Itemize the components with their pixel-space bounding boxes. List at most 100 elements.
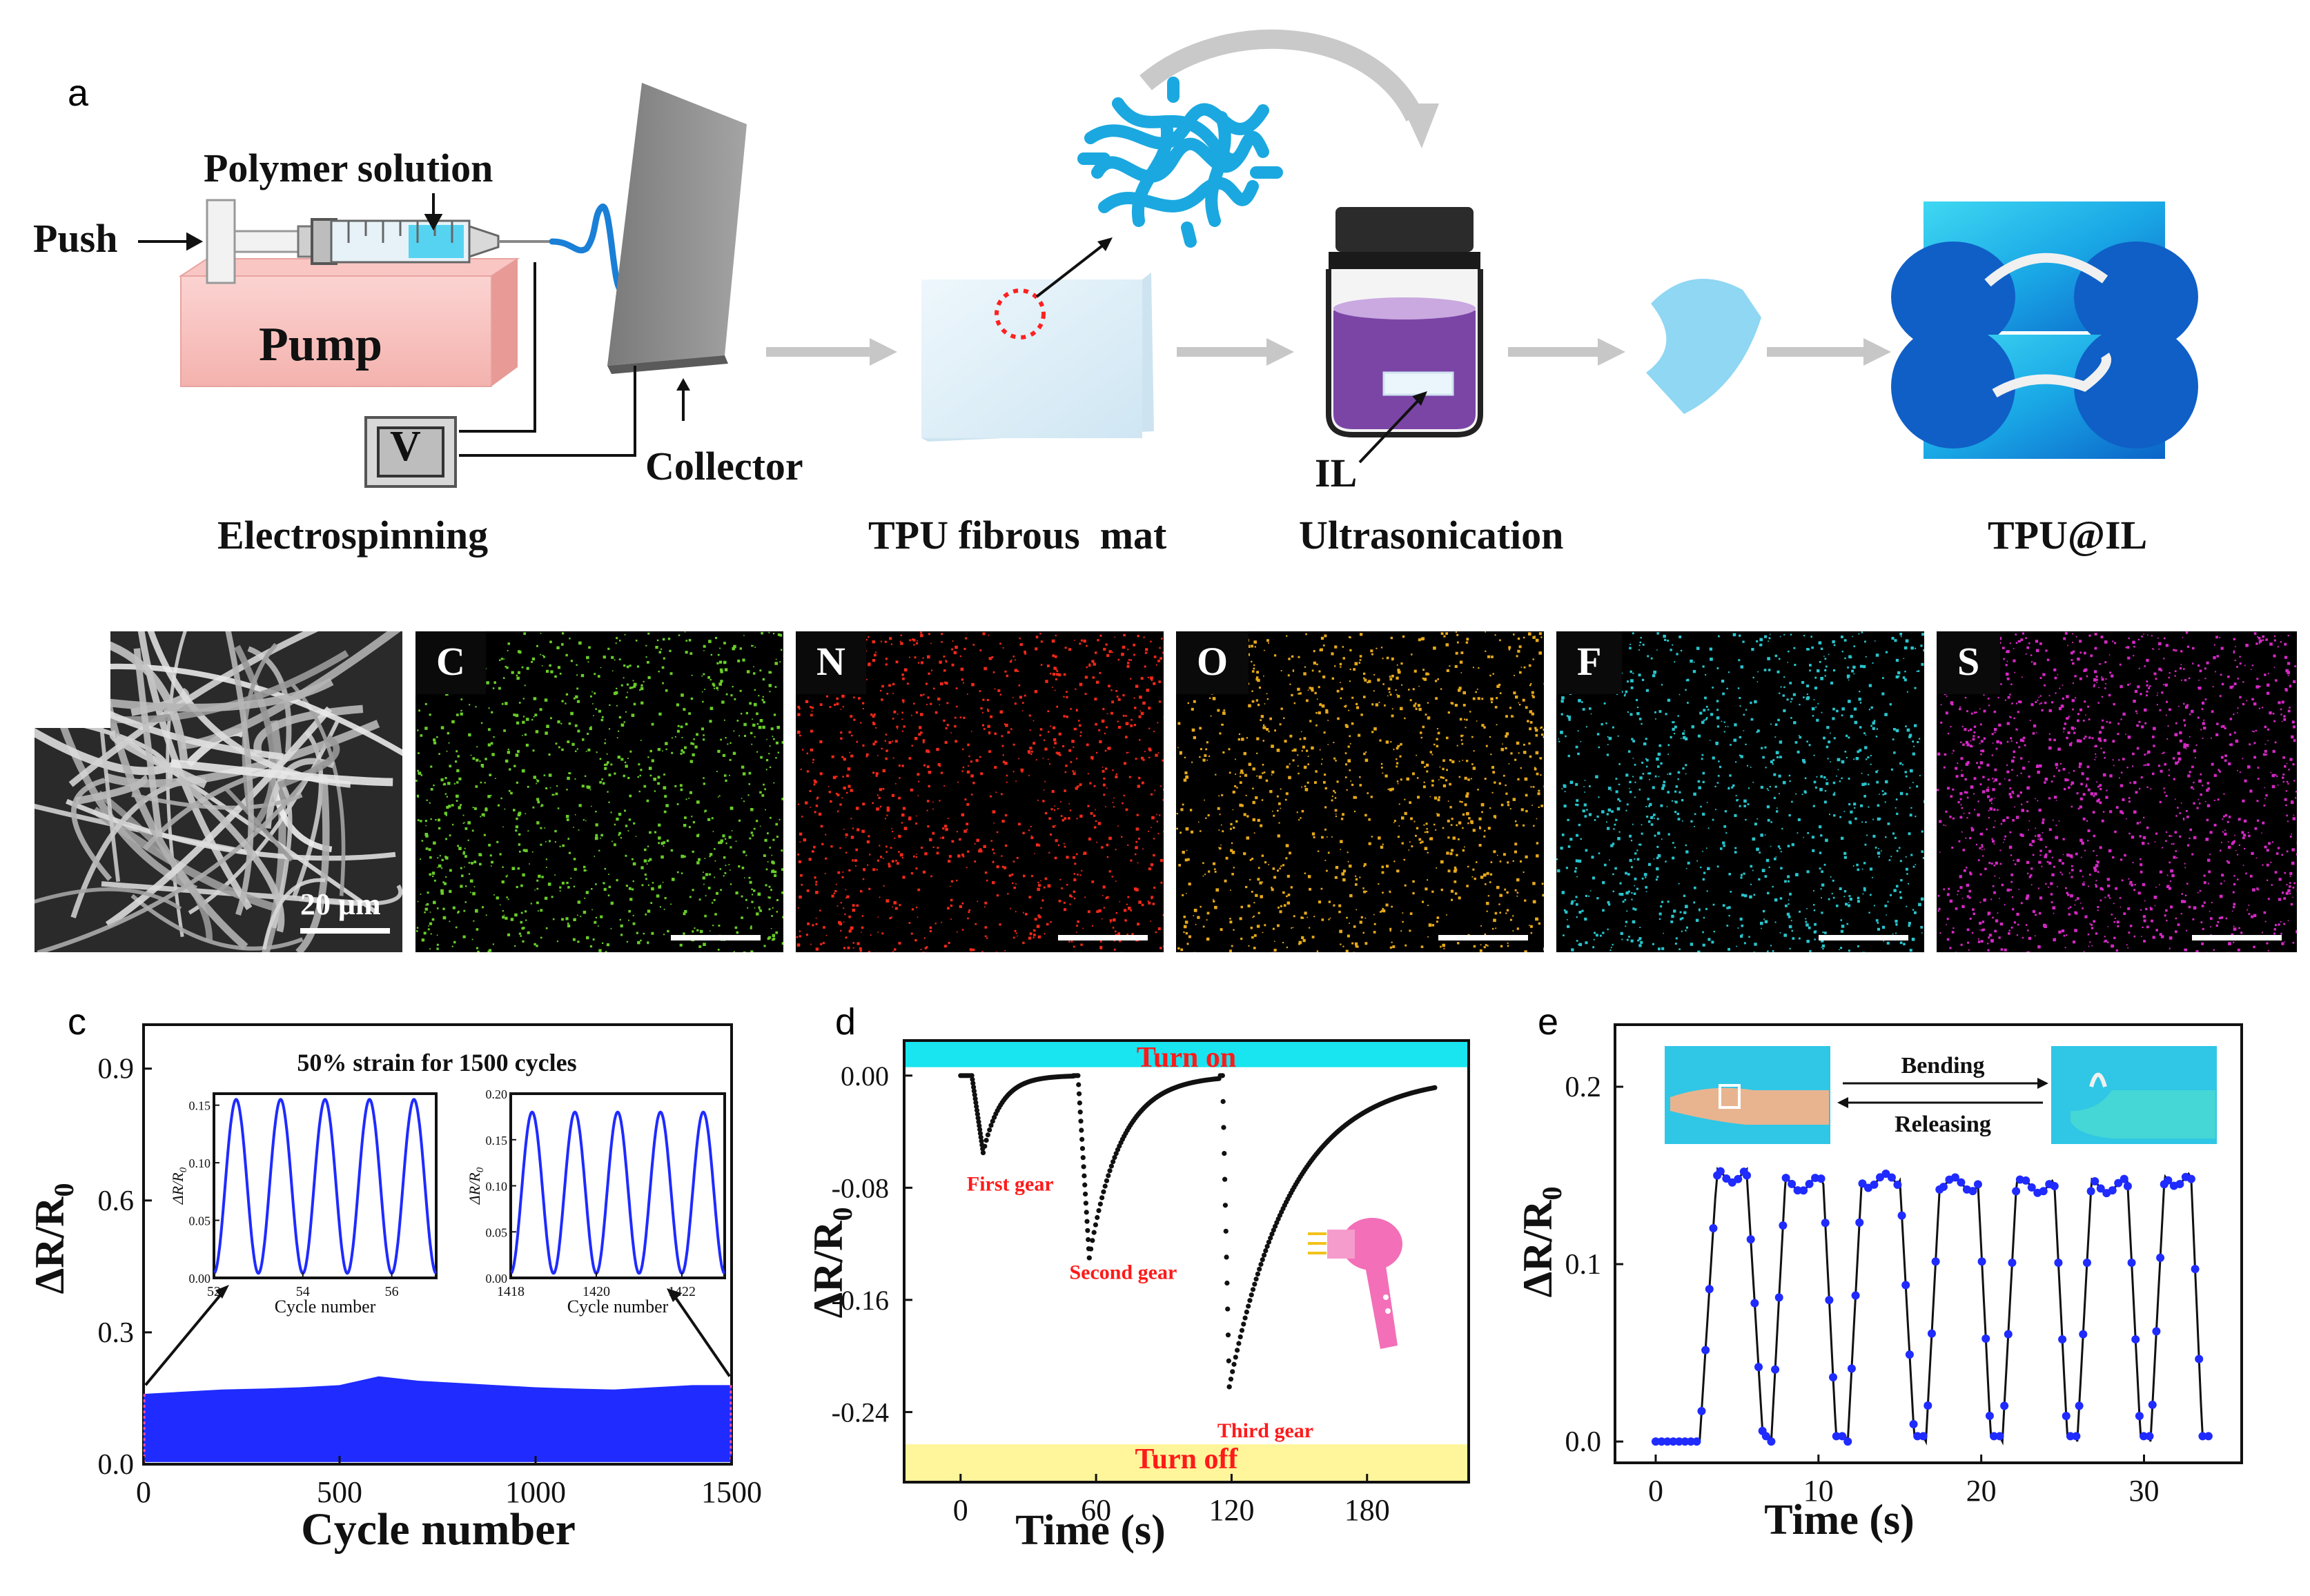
y-tick-label: 0.00	[841, 1061, 889, 1092]
x-tick-label: 0	[136, 1475, 151, 1509]
panel-letter-e: e	[1538, 1001, 1559, 1043]
inset-y-tick: 0.15	[189, 1099, 211, 1113]
tpu-mat-label: TPU fibrous mat	[868, 513, 1167, 558]
inset-x-label: Cycle number	[567, 1297, 669, 1317]
inset-x-tick: 1418	[497, 1284, 525, 1299]
inset-x-tick: 1422	[668, 1284, 696, 1299]
collector-label: Collector	[645, 444, 803, 489]
tpu-il-label: TPU@IL	[1988, 513, 2148, 558]
inset-frame	[213, 1092, 438, 1279]
y-tick-label: 0.3	[98, 1317, 135, 1349]
plot-frame	[903, 1039, 1470, 1484]
il-label: IL	[1315, 451, 1358, 495]
inset-y-label: ΔR/R0	[169, 1167, 189, 1205]
inset-x-tick: 54	[296, 1284, 310, 1299]
x-tick-label: 1500	[701, 1475, 762, 1509]
map-label-f: F	[1556, 631, 1623, 694]
x-axis-label: Time (s)	[1764, 1497, 1915, 1544]
map-n: N	[796, 631, 1164, 952]
y-tick-label: -0.16	[832, 1285, 889, 1316]
map-label-c: C	[415, 631, 486, 694]
push-arrow	[138, 232, 204, 251]
x-tick-label: 120	[1208, 1493, 1254, 1527]
inset-y-tick: 0.00	[189, 1272, 211, 1285]
finger-bent-photo	[2051, 1046, 2217, 1144]
x-tick-label: 10	[1803, 1474, 1834, 1508]
inset-y-tick: 0.10	[189, 1156, 211, 1170]
inset-frame	[509, 1092, 726, 1279]
map-o: O	[1176, 631, 1544, 952]
x-tick-label: 60	[1081, 1493, 1111, 1527]
inset-y-tick: 0.05	[486, 1225, 508, 1239]
pump-block	[178, 258, 520, 387]
signal-dots	[1651, 1167, 2213, 1446]
bending-label: Bending	[1901, 1053, 1985, 1078]
y-tick-label: 0.0	[98, 1449, 135, 1481]
y-axis-label: ΔR/R0	[1515, 1187, 1567, 1298]
scale-bar	[300, 928, 390, 934]
inset-y-tick: 0.15	[486, 1134, 508, 1147]
push-label: Push	[33, 216, 118, 261]
y-tick-label: 0.0	[1565, 1426, 1602, 1458]
inset-y-label: ΔR/R0	[466, 1167, 486, 1205]
map-s: S	[1937, 631, 2297, 952]
turn-off-bar	[904, 1444, 1469, 1482]
polymer-arrow	[424, 193, 443, 231]
y-axis-label: ΔR/R0	[27, 1183, 79, 1294]
y-tick-label: -0.08	[832, 1172, 889, 1203]
panel-letter-c: c	[68, 1001, 86, 1043]
collector-plate	[607, 83, 747, 366]
swelled-film	[1646, 279, 1761, 414]
x-tick-label: 20	[1966, 1474, 1997, 1508]
x-tick-label: 500	[317, 1475, 362, 1509]
pump-label: Pump	[259, 318, 382, 371]
finger-straight-photo	[1665, 1046, 1830, 1144]
electrospinning-label: Electrospinning	[217, 513, 489, 558]
x-tick-label: 30	[2128, 1474, 2159, 1508]
syringe	[206, 199, 552, 284]
gear-annotation: First gear	[967, 1172, 1054, 1195]
hairdryer-icon	[1308, 1218, 1402, 1349]
inset-x-label: Cycle number	[275, 1297, 376, 1317]
inset-x-tick: 52	[207, 1284, 221, 1299]
series-dots	[958, 1073, 1438, 1390]
inset-series	[213, 1098, 437, 1275]
x-tick-label: 0	[953, 1493, 968, 1527]
inset-x-tick: 56	[385, 1284, 399, 1299]
map-label-s: S	[1937, 631, 2001, 694]
gear-annotation: Third gear	[1217, 1419, 1313, 1442]
inset-x-tick: 1420	[583, 1284, 610, 1299]
y-tick-label: -0.24	[832, 1397, 889, 1428]
inset-y-tick: 0.05	[189, 1214, 211, 1228]
map-label-n: N	[796, 631, 866, 694]
ultrasonication-label: Ultrasonication	[1299, 513, 1564, 558]
map-label-o: O	[1176, 631, 1249, 694]
inset-y-tick: 0.10	[486, 1180, 508, 1194]
inset-series	[510, 1110, 725, 1275]
turn-off-label: Turn off	[1135, 1444, 1239, 1475]
turn-on-bar	[904, 1041, 1469, 1067]
gear-annotation: Second gear	[1069, 1261, 1177, 1283]
y-tick-label: 0.9	[98, 1054, 135, 1085]
x-tick-label: 180	[1344, 1493, 1390, 1527]
x-tick-label: 1000	[505, 1475, 566, 1509]
y-axis-label: ΔR/R0	[805, 1208, 858, 1319]
panel-letter-d: d	[835, 1001, 857, 1043]
x-axis-label: Time (s)	[1015, 1507, 1166, 1554]
panel-letter-a: a	[68, 72, 89, 114]
y-tick-label: 0.6	[98, 1185, 135, 1217]
map-c: C	[415, 631, 783, 952]
tpu-il-photo-bottom	[1891, 324, 2198, 459]
inset-y-tick: 0.00	[486, 1272, 508, 1285]
x-tick-label: 0	[1648, 1474, 1663, 1508]
signal-envelope	[144, 1376, 732, 1462]
polymer-solution-label: Polymer solution	[204, 146, 493, 190]
y-tick-label: 0.1	[1565, 1249, 1602, 1281]
inset-y-tick: 0.20	[486, 1087, 508, 1101]
releasing-label: Releasing	[1895, 1112, 1991, 1137]
annotation-text: 50% strain for 1500 cycles	[297, 1049, 576, 1076]
tpu-il-photo-top	[1891, 201, 2198, 352]
turn-on-label: Turn on	[1137, 1042, 1236, 1074]
